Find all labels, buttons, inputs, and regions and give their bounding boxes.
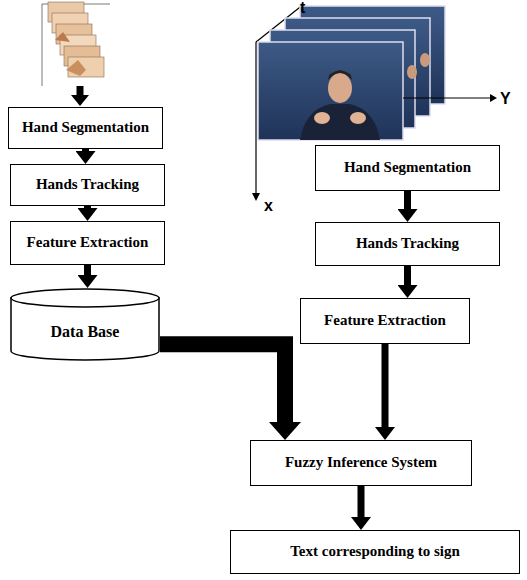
process-box: Feature Extraction: [300, 298, 470, 344]
axis-label: x: [264, 198, 273, 214]
database-cylinder: Data Base: [10, 288, 160, 362]
process-box: Hands Tracking: [315, 222, 500, 266]
node-label: Hands Tracking: [356, 235, 459, 252]
process-box: Fuzzy Inference System: [250, 440, 472, 486]
flow-arrow: [82, 149, 89, 151]
output-box: Text corresponding to sign: [230, 530, 520, 574]
node-label: Fuzzy Inference System: [285, 454, 437, 471]
frame-stack-large: [252, 4, 497, 201]
process-box: Hands Tracking: [10, 164, 165, 206]
flow-arrow: [404, 266, 411, 285]
node-label: Hand Segmentation: [344, 159, 471, 176]
input-arrow: [77, 86, 84, 96]
node-label: Feature Extraction: [324, 312, 446, 329]
process-box: Hand Segmentation: [315, 145, 500, 191]
node-label: Hands Tracking: [36, 176, 139, 193]
flow-arrow: [382, 344, 389, 427]
flow-arrow: [358, 486, 365, 517]
node-label: Data Base: [51, 323, 120, 341]
flow-arrow: [404, 191, 411, 209]
axis-label: t: [300, 0, 305, 16]
flow-arrow: [84, 206, 91, 208]
process-box: Feature Extraction: [10, 221, 165, 265]
node-label: Text corresponding to sign: [290, 543, 460, 560]
input-arrowhead: [71, 95, 89, 106]
flow-arrow: [160, 344, 285, 422]
cylinder-top: [11, 289, 159, 307]
axis-label: Y: [500, 91, 511, 107]
flow-arrow: [84, 265, 91, 275]
node-label: Feature Extraction: [27, 234, 149, 251]
process-box: Hand Segmentation: [8, 107, 163, 149]
node-label: Hand Segmentation: [22, 119, 149, 136]
frame-stack-small: [42, 2, 110, 86]
